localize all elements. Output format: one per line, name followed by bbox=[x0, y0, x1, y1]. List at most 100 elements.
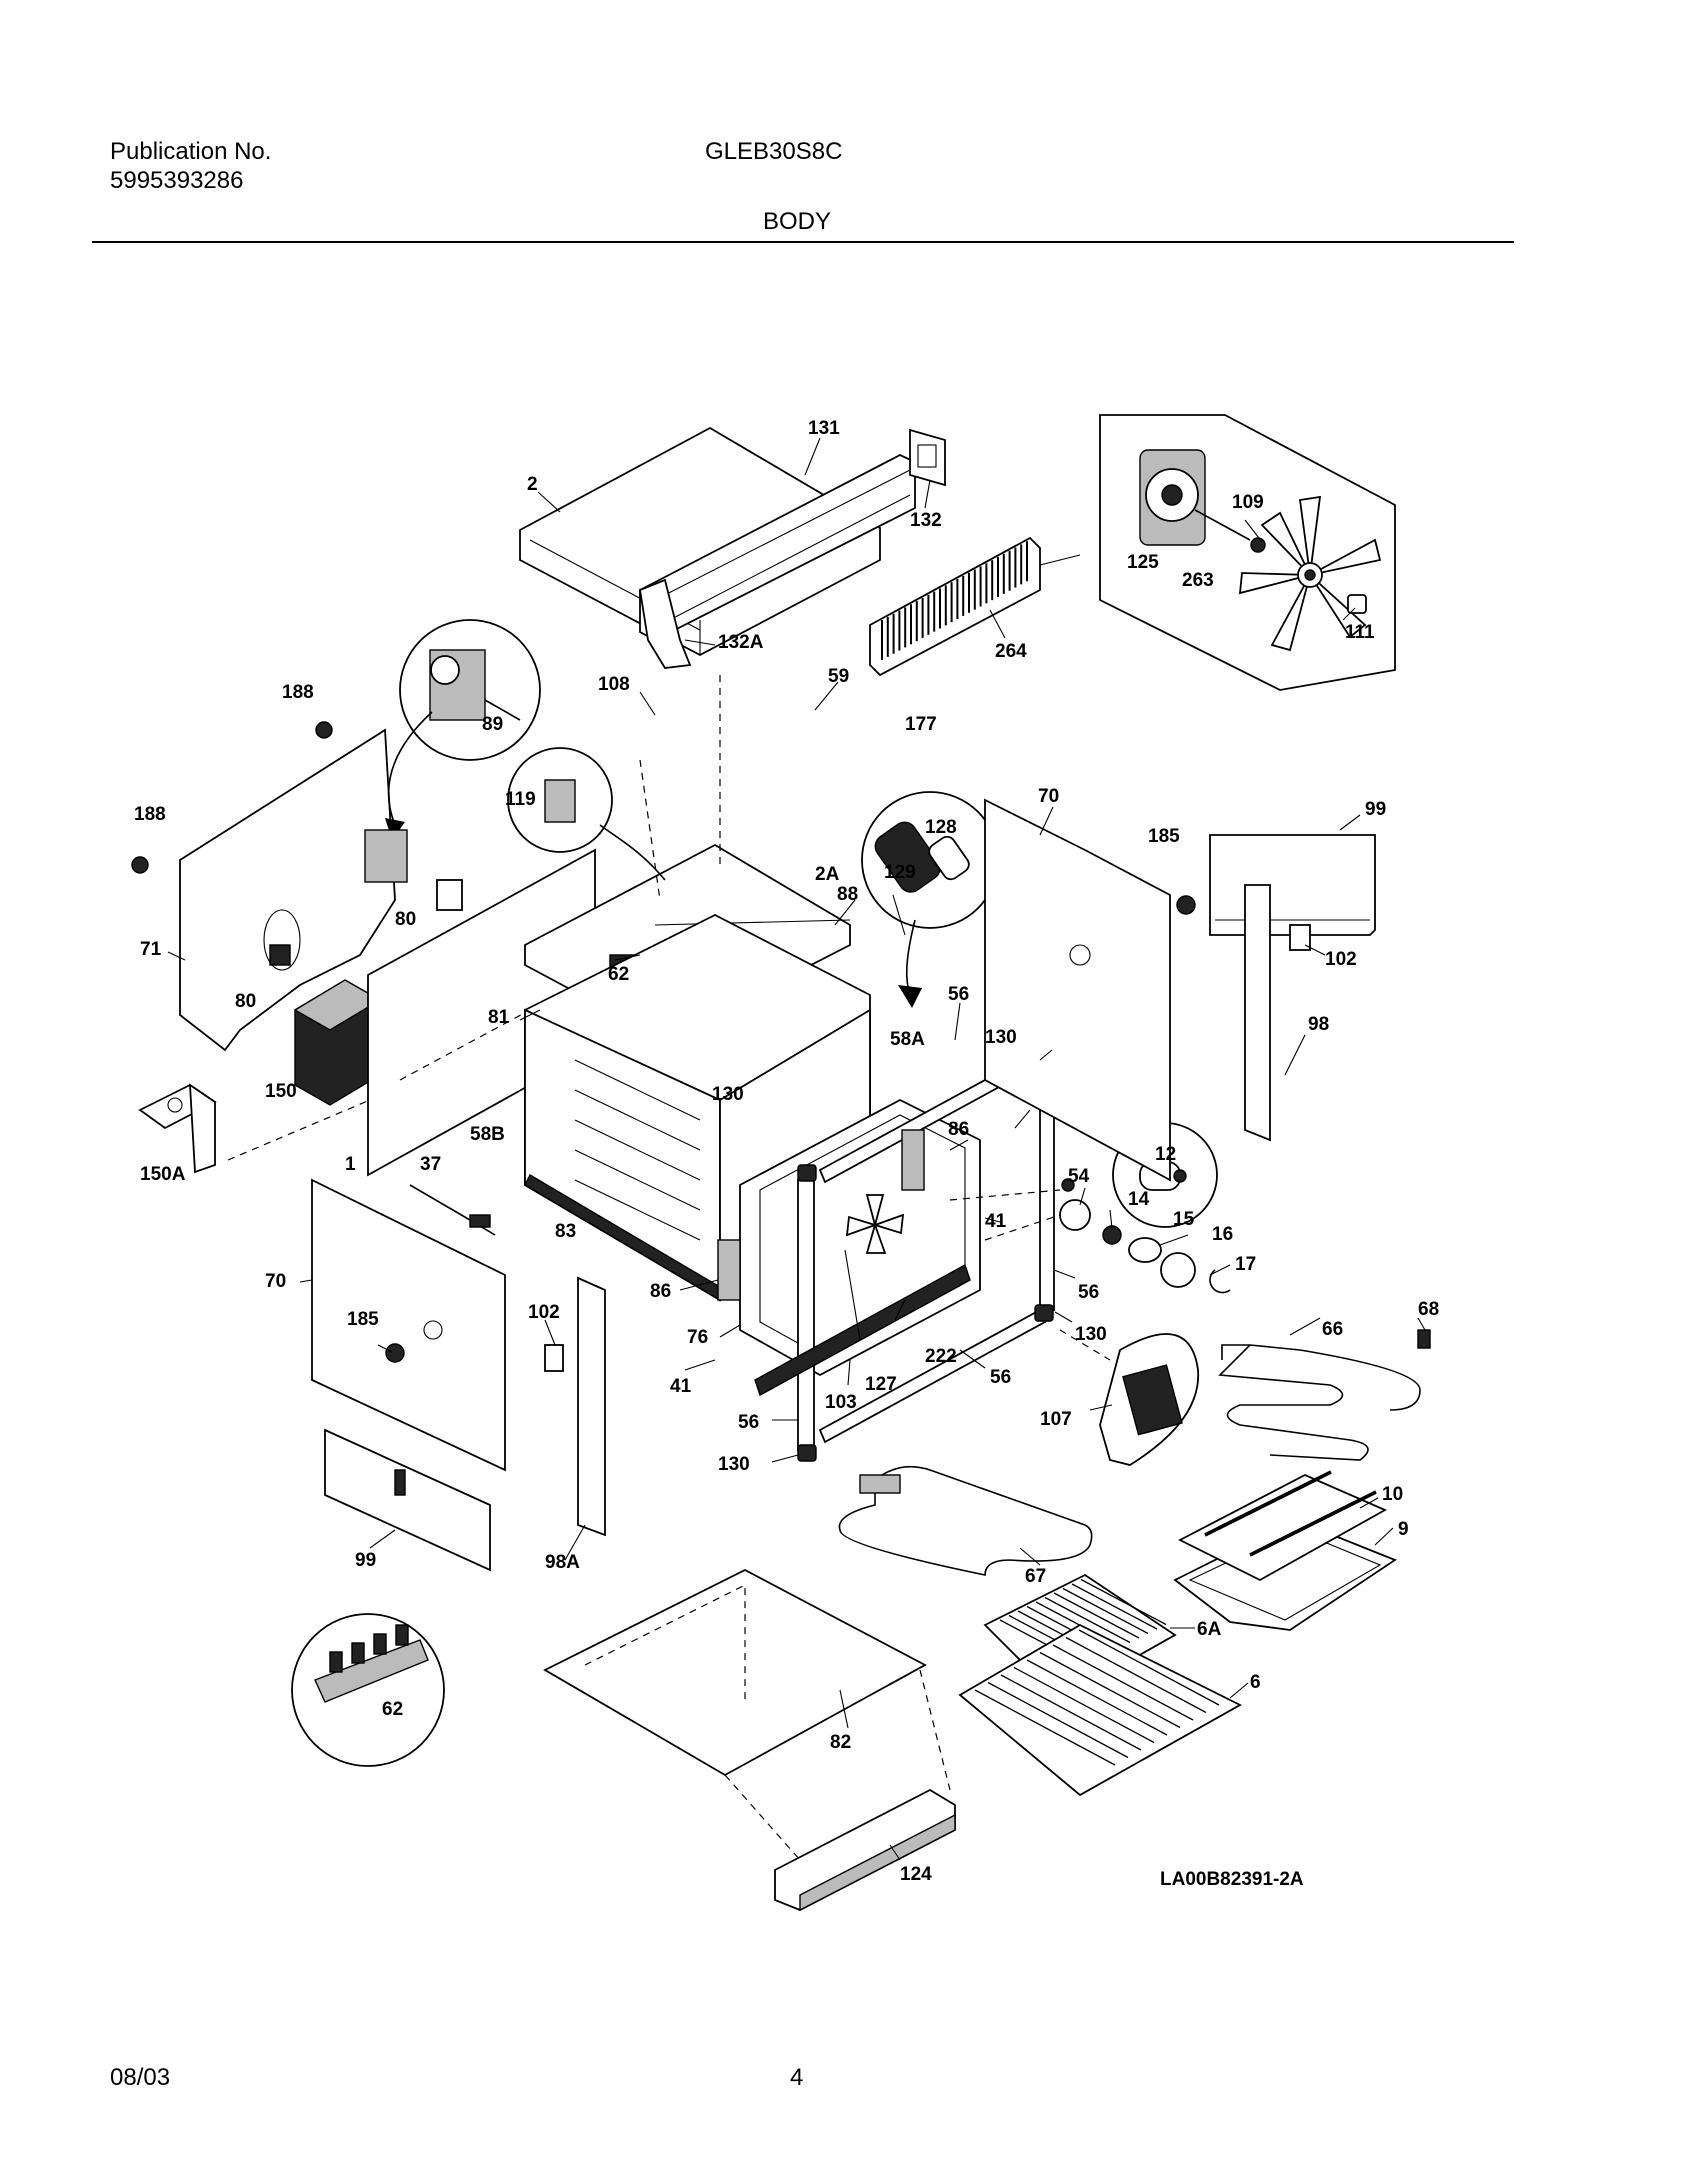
top-panel bbox=[519, 426, 881, 657]
label-68: 68 bbox=[1418, 1299, 1439, 1320]
fan-cover-107 bbox=[1099, 1333, 1200, 1466]
label-14: 14 bbox=[1128, 1189, 1150, 1210]
label-1: 1 bbox=[345, 1154, 356, 1175]
label-130-bottom: 130 bbox=[718, 1454, 750, 1475]
label-132: 132 bbox=[910, 510, 942, 531]
mount-80-upper bbox=[364, 829, 408, 883]
label-16: 16 bbox=[1212, 1224, 1233, 1245]
label-150a: 150A bbox=[140, 1164, 186, 1185]
label-263: 263 bbox=[1182, 570, 1214, 591]
publication-label: Publication No. bbox=[110, 138, 272, 165]
bracket-80 bbox=[436, 879, 463, 911]
label-98: 98 bbox=[1308, 1014, 1329, 1035]
publication-number: 5995393286 bbox=[110, 167, 244, 194]
label-188-top: 188 bbox=[282, 682, 314, 703]
label-9: 9 bbox=[1398, 1519, 1409, 1540]
label-41-right: 41 bbox=[985, 1211, 1007, 1232]
bottom-panel-82 bbox=[543, 1568, 951, 1861]
label-80-lower: 80 bbox=[235, 991, 256, 1012]
label-99-bottom: 99 bbox=[355, 1550, 376, 1571]
label-2a: 2A bbox=[815, 864, 840, 885]
label-62-inset: 62 bbox=[382, 1699, 403, 1720]
label-6: 6 bbox=[1250, 1672, 1261, 1693]
label-109: 109 bbox=[1232, 492, 1264, 513]
label-128: 128 bbox=[925, 817, 957, 838]
grommet-188-top bbox=[315, 721, 333, 739]
label-99-top: 99 bbox=[1365, 799, 1386, 820]
leader-lines bbox=[167, 437, 1426, 1861]
label-132a: 132A bbox=[718, 632, 764, 653]
top-trim-131 bbox=[639, 453, 916, 642]
label-67: 67 bbox=[1025, 1566, 1046, 1587]
model-number: GLEB30S8C bbox=[705, 138, 843, 165]
drawer-124 bbox=[774, 1788, 956, 1912]
label-150: 150 bbox=[265, 1081, 297, 1102]
label-62-top: 62 bbox=[608, 964, 629, 985]
inset-62 bbox=[291, 1613, 445, 1767]
label-119: 119 bbox=[505, 789, 536, 810]
corner-130-d bbox=[797, 1444, 817, 1462]
label-41-left: 41 bbox=[670, 1376, 692, 1397]
label-102-left: 102 bbox=[528, 1302, 560, 1323]
side-panel-70-left bbox=[311, 1178, 506, 1472]
label-82: 82 bbox=[830, 1732, 851, 1753]
label-56-bottom: 56 bbox=[990, 1367, 1011, 1388]
label-222: 222 bbox=[925, 1346, 957, 1367]
back-panel-70-right bbox=[984, 798, 1171, 1182]
socket-54 bbox=[1059, 1199, 1091, 1231]
footer-date: 08/03 bbox=[110, 2064, 171, 2091]
label-58a: 58A bbox=[890, 1029, 925, 1050]
label-10: 10 bbox=[1382, 1484, 1403, 1505]
label-185-left: 185 bbox=[347, 1309, 379, 1330]
label-2: 2 bbox=[527, 474, 538, 495]
lens-16 bbox=[1160, 1252, 1196, 1288]
label-56-right: 56 bbox=[1078, 1282, 1099, 1303]
label-58b: 58B bbox=[470, 1124, 505, 1145]
bracket-102-right bbox=[1289, 924, 1311, 951]
label-17: 17 bbox=[1235, 1254, 1256, 1275]
grommet-185-right bbox=[1176, 895, 1196, 915]
label-177: 177 bbox=[905, 714, 937, 735]
label-125: 125 bbox=[1127, 552, 1159, 573]
label-130-right: 130 bbox=[1075, 1324, 1107, 1345]
section-title: BODY bbox=[763, 208, 832, 235]
side-rail-98a bbox=[577, 1276, 606, 1537]
header-rule bbox=[92, 241, 1514, 243]
label-131: 131 bbox=[808, 418, 840, 439]
label-71: 71 bbox=[140, 939, 162, 960]
label-15: 15 bbox=[1173, 1209, 1195, 1230]
label-89: 89 bbox=[482, 714, 503, 735]
label-188-left: 188 bbox=[134, 804, 166, 825]
label-130-mid: 130 bbox=[712, 1084, 744, 1105]
trim-rail-56-bottom bbox=[818, 1308, 1047, 1444]
oven-rack-6 bbox=[958, 1623, 1242, 1797]
label-124: 124 bbox=[900, 1864, 932, 1885]
inset-119 bbox=[507, 747, 613, 853]
grommet-188-left bbox=[131, 856, 149, 874]
bracket-132 bbox=[909, 428, 946, 487]
label-107: 107 bbox=[1040, 1409, 1072, 1430]
ring-14 bbox=[1102, 1225, 1122, 1245]
label-130-top: 130 bbox=[985, 1027, 1017, 1048]
hinge-86-left bbox=[717, 1239, 741, 1301]
corner-130-c bbox=[1034, 1304, 1054, 1322]
label-111: 111 bbox=[1345, 622, 1375, 643]
label-66: 66 bbox=[1322, 1319, 1343, 1340]
label-56-left: 56 bbox=[738, 1412, 759, 1433]
bracket-132a bbox=[638, 578, 692, 669]
label-86-right: 86 bbox=[948, 1119, 969, 1140]
label-108: 108 bbox=[598, 674, 630, 695]
bracket-150a bbox=[138, 1083, 217, 1174]
bulb-15 bbox=[1128, 1237, 1162, 1263]
label-185-right: 185 bbox=[1148, 826, 1180, 847]
label-129: 129 bbox=[884, 862, 916, 883]
broil-element-66 bbox=[1218, 1344, 1369, 1461]
socket-12 bbox=[1061, 1178, 1075, 1192]
label-102-right: 102 bbox=[1325, 949, 1357, 970]
diagram-code: LA00B82391-2A bbox=[1160, 1869, 1304, 1890]
inset-128-129 bbox=[861, 791, 999, 929]
control-board-99-top bbox=[1209, 834, 1376, 936]
label-56-top: 56 bbox=[948, 984, 969, 1005]
label-127: 127 bbox=[865, 1374, 897, 1395]
